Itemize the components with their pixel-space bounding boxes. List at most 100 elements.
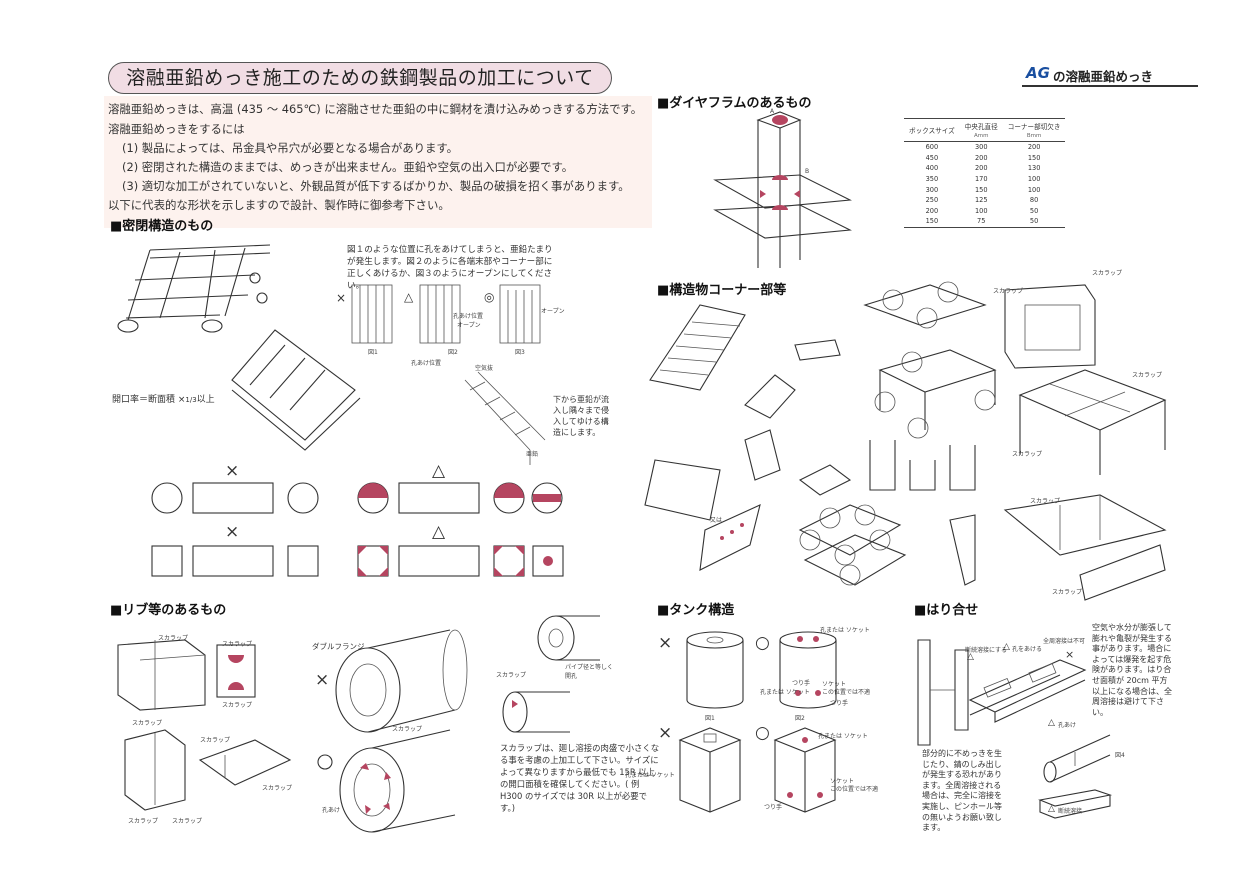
hole-position-label: 孔あけ位置 <box>453 313 484 320</box>
scallop-label: スカラップ <box>1092 270 1123 277</box>
section-lap-heading: ■はり合せ <box>914 603 979 618</box>
fig2-label: 図2 <box>448 349 458 356</box>
lap-mark-3: × <box>1065 648 1075 661</box>
scallop-label: スカラップ <box>222 702 253 709</box>
closed-note: 図１のような位置に孔をあけてしまうと、亜鉛たまりが発生します。図２のように各端末… <box>347 245 553 291</box>
open-label-2: オープン <box>541 308 565 315</box>
diaphragm-label-b: B <box>805 168 810 175</box>
section-corner-heading: ■構造物コーナー部等 <box>657 283 787 298</box>
bent-frame-illustration <box>231 329 361 451</box>
air-hole-label: 空気抜 <box>475 365 494 372</box>
alt-label: 又は <box>710 517 723 524</box>
lap-joint-illustrations <box>917 639 1113 819</box>
scallop-label: スカラップ <box>496 672 527 679</box>
stair-illustration <box>464 371 546 465</box>
scallop-label: スカラップ <box>222 641 253 648</box>
socket-label: 孔または ソケット <box>818 733 868 740</box>
fig3-label: 図3 <box>515 349 525 356</box>
brand-mark: AG <box>1026 64 1050 82</box>
lap-label-intermittent2: 断続溶接 <box>1058 808 1083 815</box>
socket-label: 孔または ソケット <box>760 689 810 696</box>
opening-ratio-value: 1/3 <box>185 396 197 404</box>
lap-mark-4: △ <box>1048 718 1055 728</box>
tank-mark-4: ○ <box>755 723 770 743</box>
intro-line: (3) 適切な加工がされていないと、外観品質が低下するばかりか、製品の破損を招く… <box>122 179 630 193</box>
scallop-label: スカラップ <box>200 737 231 744</box>
double-flange-mark: × <box>315 670 330 690</box>
section-closed-heading: ■密閉構造のもの <box>110 219 214 234</box>
opening-ratio-label: 開口率＝断面積 × <box>112 395 186 405</box>
lap-mark-2: △ <box>1003 642 1010 652</box>
hanger-label: つり手 <box>792 680 811 687</box>
intro-line: 以下に代表的な形状を示しますので設計、製作時に御参考下さい。 <box>108 198 450 212</box>
socket2-label: ソケット <box>830 778 855 785</box>
brand-text: の溶融亜鉛めっき <box>1053 69 1154 84</box>
diaphragm-label-a: A <box>770 108 775 115</box>
lap-mark-5: △ <box>1048 804 1055 814</box>
scallop-label: スカラップ <box>392 726 423 733</box>
scallop-label: スカラップ <box>172 818 203 825</box>
intro-line: (1) 製品によっては、吊金具や吊穴が必要となる場合があります。 <box>122 141 459 155</box>
section-diaphragm-heading: ■ダイヤフラムのあるもの <box>657 96 812 111</box>
scallop-note: スカラップは、廻し溶接の肉盛で小さくなる事を考慮の上加工して下さい。サイズによっ… <box>500 743 660 813</box>
round-row-mark-bad: × <box>225 461 240 481</box>
rib-illustrations <box>117 615 600 833</box>
hole-position-figures <box>351 284 541 344</box>
fig3-mark: ◎ <box>484 290 495 304</box>
lap-label-intermittent: 断続溶接にする <box>965 647 1008 654</box>
hole-position-label-2: 孔あけ位置 <box>411 360 442 367</box>
socket-label: 孔または ソケット <box>625 772 675 779</box>
socket-label: 孔または ソケット <box>820 627 870 634</box>
fig1-label: 図1 <box>368 349 378 356</box>
square-row-mark-fair: △ <box>432 522 446 542</box>
flow-note: 下から亜鉛が流入し隅々まで侵入してゆける構造にします。 <box>553 395 609 437</box>
scallop-label: スカラップ <box>158 635 189 642</box>
scallop-label: スカラップ <box>1012 451 1043 458</box>
lap-label-full-weld: 全周溶接は不可 <box>1043 638 1086 645</box>
opening-ratio-suffix: 以上 <box>196 395 215 405</box>
tank-mark-1: × <box>658 633 673 653</box>
hanger-label: つり手 <box>764 804 783 811</box>
zinc-label: 亜鉛 <box>526 451 539 458</box>
lap-label-hole: 孔をあける <box>1012 646 1043 653</box>
scallop-label: スカラップ <box>993 288 1024 295</box>
frame-ladder-illustration <box>117 244 271 333</box>
intro-line: 溶融亜鉛めっきは、高温 (435 ～ 465℃) に溶融させた亜鉛の中に鋼材を漬… <box>108 102 643 116</box>
section-tank-heading: ■タンク構造 <box>657 603 735 618</box>
tank-fig2: 図2 <box>795 715 805 722</box>
tank-illustrations <box>678 631 837 813</box>
scallop-label: スカラップ <box>128 818 159 825</box>
tube-section-figures <box>151 482 564 577</box>
pipe-note: パイプ径と等しく開孔 <box>565 664 614 680</box>
round-row-mark-fair: △ <box>432 461 446 481</box>
square-row-mark-bad: × <box>225 522 240 542</box>
intro-panel: 溶融亜鉛めっきは、高温 (435 ～ 465℃) に溶融させた亜鉛の中に鋼材を漬… <box>104 96 652 228</box>
fig2-mark: △ <box>404 290 414 304</box>
table-header: ボックスサイズ <box>904 118 960 142</box>
scallop-label: スカラップ <box>1052 589 1083 596</box>
diaphragm-column-illustration <box>713 111 852 268</box>
position-note: この位置では不適 <box>822 689 871 696</box>
corner-illustrations <box>644 281 1167 601</box>
double-flange-label: ダブルフランジ <box>312 642 365 651</box>
scallop-label: スカラップ <box>132 720 163 727</box>
tank-mark-2: ○ <box>755 633 770 653</box>
hanger-label: つり手 <box>830 700 849 707</box>
lap-note-left: 部分的に不めっきを生じたり、錆のしみ出しが発生する恐れがあります。全周溶接される… <box>922 749 1002 833</box>
lap-note-right: 空気や水分が膨張して膨れや亀裂が発生する事があります。場合によっては爆発を起す危… <box>1092 623 1172 717</box>
lap-label-hole2: 孔あけ <box>1058 722 1077 729</box>
open-label: オープン <box>457 322 481 329</box>
scallop-label: スカラップ <box>1030 498 1061 505</box>
page-title: 溶融亜鉛めっき施工のための鉄鋼製品の加工について <box>108 62 612 94</box>
